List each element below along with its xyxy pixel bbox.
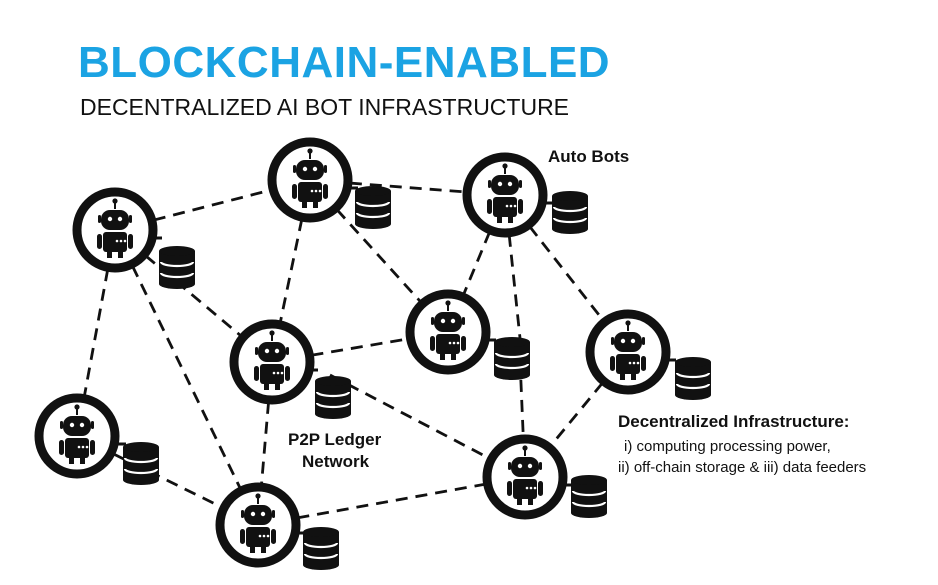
diagram-subtitle: DECENTRALIZED AI BOT INFRASTRUCTURE (80, 94, 570, 120)
infrastructure-title: Decentralized Infrastructure: (618, 412, 850, 431)
link (75, 229, 117, 437)
bot-node (215, 482, 341, 572)
database-icon (492, 335, 532, 382)
bot-node (34, 393, 161, 487)
infrastructure-item-1: i) computing processing power, (624, 438, 831, 455)
link (257, 475, 526, 527)
bot-node (462, 152, 590, 238)
auto-bots-label: Auto Bots (548, 147, 630, 166)
bot-node (585, 309, 713, 402)
link (113, 229, 260, 526)
bot-node (229, 319, 353, 421)
database-icon (550, 189, 590, 236)
p2p-label-line2: Network (302, 452, 370, 471)
database-icon (353, 184, 393, 231)
bot-node (482, 434, 609, 520)
p2p-label-line1: P2P Ledger (288, 430, 382, 449)
database-icon (673, 355, 713, 402)
diagram-title: BLOCKCHAIN-ENABLED (78, 38, 611, 87)
database-icon (569, 473, 609, 520)
database-icon (301, 525, 341, 572)
bot-node (405, 289, 532, 382)
bot-node (72, 187, 197, 291)
infrastructure-item-2: ii) off-chain storage & iii) data feeder… (618, 459, 867, 476)
bot-node (267, 137, 393, 231)
database-icon (313, 374, 353, 421)
database-icon (121, 440, 161, 487)
database-icon (157, 244, 197, 291)
